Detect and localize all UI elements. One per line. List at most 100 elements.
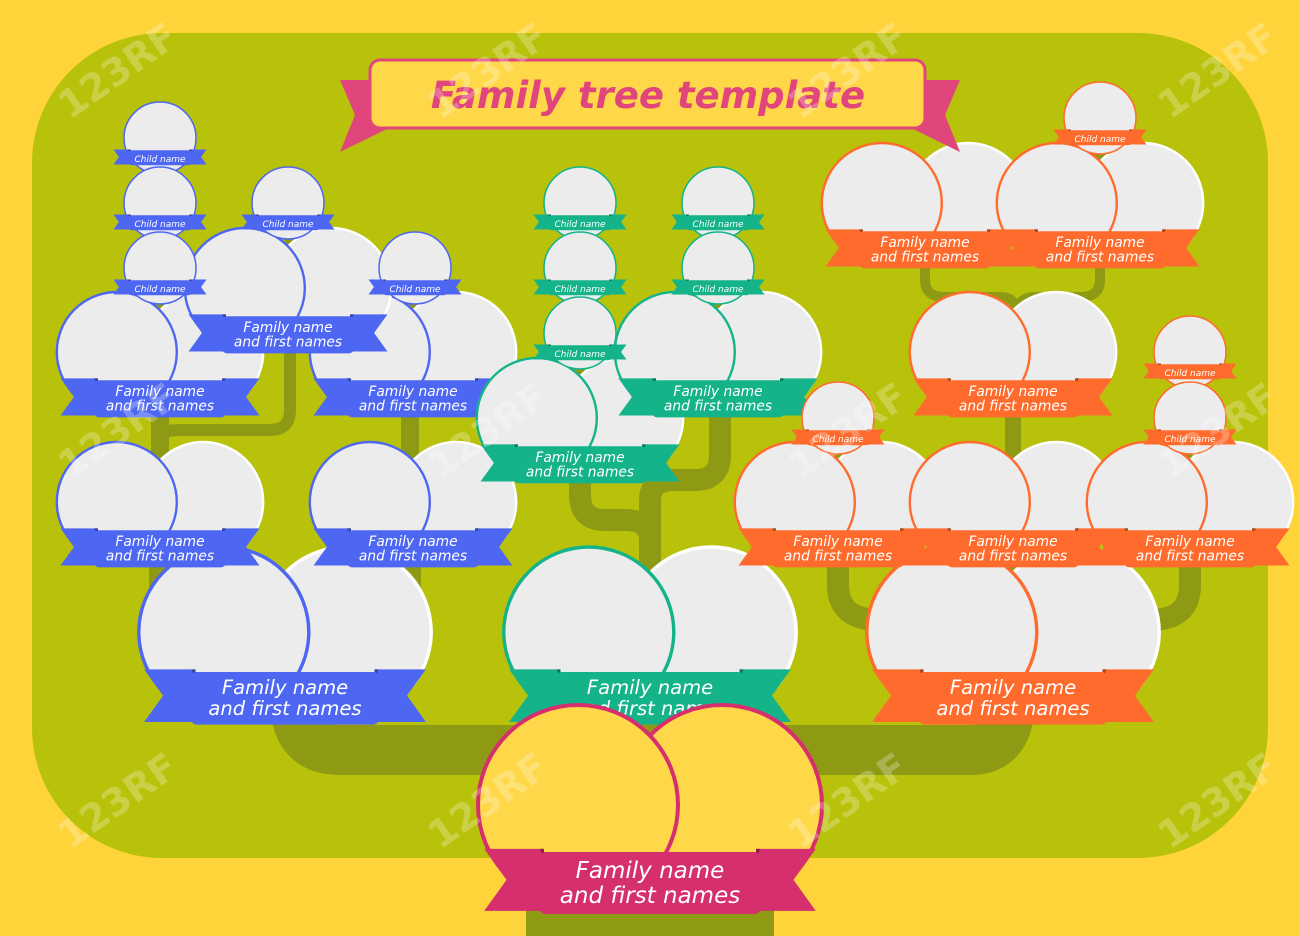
family-name-label: Family name	[968, 384, 1057, 400]
ribbon-tail-right	[609, 214, 627, 230]
child-node: Child name	[1143, 315, 1237, 389]
child-ribbon	[791, 429, 885, 446]
child-ribbon	[1143, 429, 1237, 446]
ribbon-tail-right	[747, 279, 765, 295]
ribbon-tail-left	[484, 848, 544, 911]
ribbon-band	[919, 671, 1107, 725]
ribbon-band	[514, 446, 646, 484]
ribbon-tail-left	[113, 279, 131, 295]
ribbon-tail-right	[189, 214, 207, 230]
family-name-label: Family name	[1055, 235, 1144, 251]
ribbon-band	[127, 150, 193, 166]
tree-branch	[639, 400, 731, 600]
ribbon-tail-left	[618, 378, 656, 416]
ribbon-tail-right	[642, 444, 680, 482]
child-ribbon	[533, 279, 627, 296]
couple-ribbon	[618, 378, 818, 418]
child-name-label: Child name	[134, 285, 186, 295]
ribbon-tail-left	[533, 214, 551, 230]
ribbon-tail-right	[317, 214, 335, 230]
family-name-label: Family name	[243, 320, 332, 336]
couple-ribbon	[738, 528, 938, 568]
first-names-label: and first names	[560, 883, 740, 909]
couple-ribbon	[188, 314, 388, 354]
child-name-label: Child name	[1164, 369, 1216, 379]
ribbon-band	[222, 316, 354, 354]
first-names-label: and first names	[359, 549, 467, 565]
ribbon-tail-left	[1053, 129, 1071, 145]
first-names-label: and first names	[959, 399, 1067, 415]
child-ribbon	[368, 279, 462, 296]
title-banner: Family tree template	[340, 58, 960, 152]
ribbon-tail-left	[671, 214, 689, 230]
ribbon-band	[1124, 530, 1256, 568]
family-name-label: Family name	[115, 384, 204, 400]
ribbon-tail-right	[1102, 669, 1154, 723]
child-name-label: Child name	[1164, 435, 1216, 445]
ribbon-tail-left	[738, 528, 776, 566]
ribbon-tail-right	[444, 279, 462, 295]
family-name-label: Family name	[673, 384, 762, 400]
family-name-label: Family name	[1145, 534, 1234, 550]
ribbon-tail-left	[313, 528, 351, 566]
couple-ribbon	[913, 378, 1113, 418]
ribbon-tail-right	[189, 149, 207, 165]
ribbon-band	[805, 430, 871, 446]
ribbon-tail-left	[368, 279, 386, 295]
ribbon-fold-left	[347, 528, 351, 536]
ribbon-band	[1157, 430, 1223, 446]
child-node: Child name	[791, 381, 885, 455]
ribbon-band	[1034, 231, 1166, 269]
ribbon-tail-right	[1219, 363, 1237, 379]
ribbon-tail-left	[913, 378, 951, 416]
ribbon-tail-right	[609, 279, 627, 295]
ribbon-tail-right	[222, 528, 260, 566]
child-ribbon	[533, 344, 627, 361]
first-names-label: and first names	[1046, 250, 1154, 266]
ribbon-band	[547, 280, 613, 296]
ribbon-tail-left	[60, 528, 98, 566]
ribbon-tail-right	[374, 669, 426, 723]
ribbon-band	[547, 345, 613, 361]
ribbon-band	[540, 852, 760, 914]
ribbon-tail-right	[1075, 378, 1113, 416]
ribbon-band	[347, 530, 479, 568]
ribbon-band	[652, 380, 784, 418]
ribbon-fold-right	[1075, 528, 1079, 536]
ribbon-tail-left	[1090, 528, 1128, 566]
couple-ribbon	[872, 669, 1154, 725]
child-node: Child name	[533, 166, 627, 240]
ribbon-tail-left	[241, 214, 259, 230]
ribbon-fold-right	[475, 528, 479, 536]
child-name-label: Child name	[812, 435, 864, 445]
ribbon-band	[772, 530, 904, 568]
tree-branch	[569, 465, 661, 600]
ribbon-band	[685, 215, 751, 231]
couple-ribbon	[60, 528, 260, 568]
child-ribbon	[671, 279, 765, 296]
ribbon-band	[94, 530, 226, 568]
first-names-label: and first names	[359, 399, 467, 415]
child-ribbon	[113, 149, 207, 166]
child-name-label: Child name	[134, 155, 186, 165]
ribbon-tail-right	[222, 378, 260, 416]
ribbon-fold-left	[947, 528, 951, 536]
ribbon-tail-left	[144, 669, 196, 723]
child-name-label: Child name	[262, 220, 314, 230]
ribbon-tail-right	[475, 528, 513, 566]
child-node: Child name	[113, 231, 207, 305]
first-names-label: and first names	[208, 697, 361, 720]
ribbon-band	[127, 280, 193, 296]
couple-ribbon	[60, 378, 260, 418]
couple-ribbon	[1000, 229, 1200, 269]
ribbon-tail-left	[1143, 429, 1161, 445]
